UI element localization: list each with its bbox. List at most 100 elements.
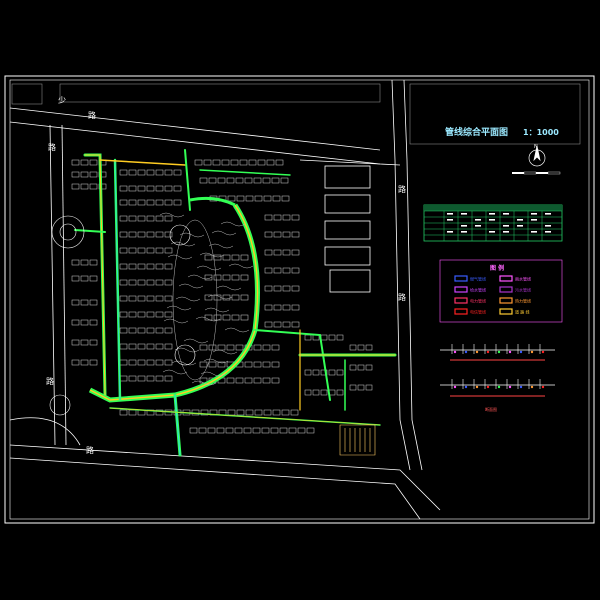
street-label-4: 路 <box>398 184 406 194</box>
building <box>146 185 155 192</box>
building <box>227 195 236 202</box>
section-pipe <box>453 350 457 354</box>
building <box>273 249 282 256</box>
table-cell-mark <box>475 219 481 221</box>
bldg-e3 <box>324 220 371 240</box>
building <box>271 361 280 368</box>
building <box>282 214 291 221</box>
building <box>225 427 234 434</box>
pipe-north-east <box>199 169 291 176</box>
building <box>349 344 357 351</box>
park-boundary <box>172 219 218 381</box>
building <box>282 285 291 292</box>
building <box>155 185 164 192</box>
building <box>80 299 89 306</box>
table-cell-mark <box>545 225 551 227</box>
building <box>155 311 164 318</box>
north-arrow-pointer <box>533 145 541 162</box>
building <box>119 215 128 222</box>
building <box>231 274 240 281</box>
building <box>71 359 80 366</box>
building <box>288 427 297 434</box>
pipe-loop-green <box>88 203 260 403</box>
building <box>357 364 365 371</box>
building <box>231 254 240 261</box>
building <box>80 159 89 166</box>
road-north-edge <box>9 107 381 151</box>
section-pipe <box>519 350 523 354</box>
building <box>297 427 306 434</box>
building <box>89 299 98 306</box>
building <box>291 285 300 292</box>
building <box>164 215 173 222</box>
pipe-loop-yellow <box>89 204 259 401</box>
building <box>252 427 261 434</box>
building <box>137 311 146 318</box>
building <box>146 215 155 222</box>
building <box>365 384 373 391</box>
building <box>336 334 344 341</box>
building <box>137 343 146 350</box>
building <box>291 321 300 328</box>
building <box>262 177 271 184</box>
scale-bar <box>512 171 561 175</box>
road-sw-bend <box>9 417 81 446</box>
building <box>128 185 137 192</box>
section-pipe <box>530 385 534 389</box>
drawing-scale: 1：1000 <box>523 128 559 137</box>
central-loop <box>88 196 260 403</box>
building <box>128 409 137 416</box>
building <box>119 185 128 192</box>
building <box>263 409 272 416</box>
building <box>213 274 222 281</box>
park-path <box>191 380 217 386</box>
building <box>272 195 281 202</box>
section-pipe <box>508 385 512 389</box>
building <box>270 427 279 434</box>
table-cell-mark <box>531 213 537 215</box>
building <box>155 231 164 238</box>
building <box>282 231 291 238</box>
building <box>146 231 155 238</box>
park-path <box>228 263 254 269</box>
park-path <box>208 243 234 249</box>
building <box>71 275 80 282</box>
park-path <box>162 369 188 375</box>
building <box>336 389 344 396</box>
building <box>89 159 98 166</box>
street-labels: 少 路 路 路 路 路 路 <box>46 96 406 455</box>
building <box>264 304 273 311</box>
building <box>137 169 146 176</box>
building <box>222 314 231 321</box>
park-path <box>199 252 225 258</box>
park-path <box>174 347 200 353</box>
building <box>199 344 208 351</box>
legend-swatch <box>454 297 468 304</box>
road-east-2 <box>403 79 423 471</box>
section-pipe <box>508 350 512 354</box>
building <box>164 231 173 238</box>
table-cell-mark <box>461 231 467 233</box>
building <box>128 279 137 286</box>
building <box>240 294 249 301</box>
building <box>146 295 155 302</box>
north-label: N <box>534 144 538 150</box>
building <box>253 177 262 184</box>
building <box>146 343 155 350</box>
roundabouts <box>49 215 196 416</box>
park-path <box>175 296 201 302</box>
building <box>204 254 213 261</box>
building <box>312 369 320 376</box>
legend-border <box>439 259 563 323</box>
park-path <box>211 230 237 236</box>
building <box>155 199 164 206</box>
building <box>155 295 164 302</box>
building <box>304 389 312 396</box>
legend-label: 电信管线 <box>470 309 486 315</box>
pipe-west-2-c <box>114 159 121 401</box>
building <box>71 339 80 346</box>
building <box>320 334 328 341</box>
building <box>244 377 253 384</box>
park-path <box>178 283 204 289</box>
building <box>244 361 253 368</box>
